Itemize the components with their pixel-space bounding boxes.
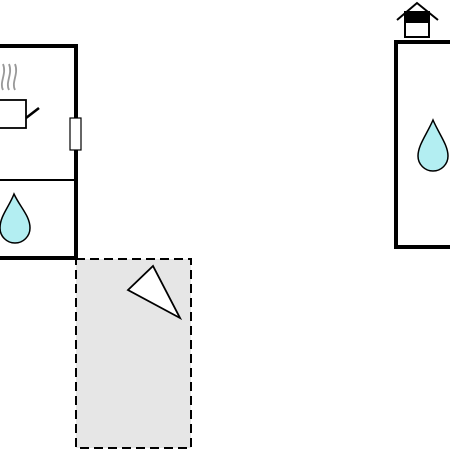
fireplace-band [405,12,429,23]
left-unit-walls [0,44,78,260]
cooking-pot-icon [0,63,40,129]
fireplace-roof [396,1,439,21]
right-unit [394,1,450,249]
fireplace-icon [396,1,439,38]
water-drop-icon [417,118,449,172]
water-drop-icon [0,192,31,244]
pot-body [0,99,27,129]
left-unit [0,44,82,260]
triangle-marker-icon [126,264,183,321]
steam-icon [0,63,18,91]
pot-handle [25,106,40,120]
door-marker-icon [69,117,82,151]
right-unit-walls [394,40,450,249]
outdoor-area [75,258,192,449]
